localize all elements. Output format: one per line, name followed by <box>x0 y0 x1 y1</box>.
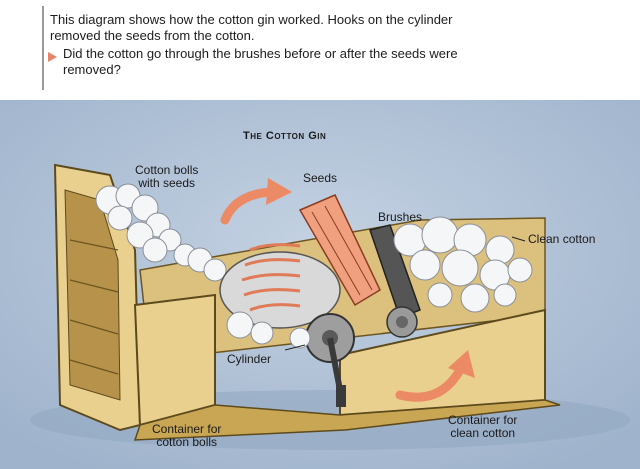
question-line-2: removed? <box>63 62 121 77</box>
label-cotton-bolls: Cotton bolls with seeds <box>135 164 198 190</box>
crank-arm <box>327 337 343 391</box>
caption-text: This diagram shows how the cotton gin wo… <box>50 12 520 44</box>
arrow-into-cylinder-icon <box>220 187 275 225</box>
label-container-clean-line-2: clean cotton <box>450 426 516 440</box>
triangle-bullet-icon <box>48 52 57 62</box>
caption-line-1: This diagram shows how the cotton gin wo… <box>50 12 453 27</box>
label-clean-cotton: Clean cotton <box>528 232 596 246</box>
crank-handle <box>336 385 346 407</box>
label-seeds: Seeds <box>303 171 338 185</box>
label-container-bolls-line-2: cotton bolls <box>156 435 218 449</box>
clean-cotton-pile <box>393 216 533 313</box>
cylinder-hooks <box>241 243 301 312</box>
diagram-title: The Cotton Gin <box>243 130 327 142</box>
label-container-cotton-bolls: Container for cotton bolls <box>152 423 221 449</box>
label-cylinder: Cylinder <box>227 352 272 366</box>
caption-line-2: removed the seeds from the cotton. <box>50 28 255 43</box>
arrow-to-container-icon <box>395 365 465 402</box>
box-front-wall <box>133 293 216 427</box>
cotton-bolls-pile <box>95 183 227 282</box>
label-container-clean-line-1: Container for <box>448 413 518 427</box>
label-container-bolls-line-1: Container for <box>152 422 222 436</box>
label-cotton-bolls-line-2: with seeds <box>138 176 196 190</box>
label-container-clean-cotton: Container for clean cotton <box>448 414 517 440</box>
cotton-gin-illustration <box>0 100 640 469</box>
box-base <box>133 399 561 441</box>
hopper-slats <box>64 189 121 401</box>
seed-grate <box>298 194 381 307</box>
label-brushes: Brushes <box>378 210 423 224</box>
question-text: Did the cotton go through the brushes be… <box>63 46 513 78</box>
label-cotton-bolls-line-1: Cotton bolls <box>135 163 199 177</box>
question-line-1: Did the cotton go through the brushes be… <box>63 46 458 61</box>
caption-box <box>42 6 634 90</box>
brushes-roller <box>369 224 421 319</box>
